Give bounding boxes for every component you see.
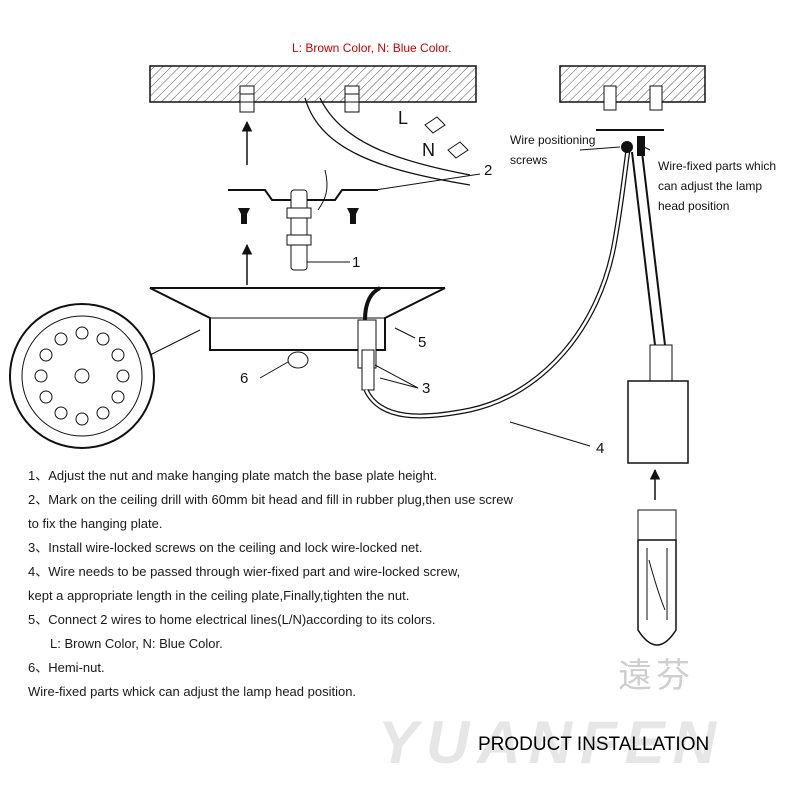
bulb [637, 539, 677, 646]
step-1: 1、Adjust the nut and make hanging plate … [28, 468, 438, 483]
screws-label: screws [510, 153, 548, 167]
callout-6: 6 [240, 370, 249, 387]
label-n: N [422, 140, 435, 160]
wire-fixed-label-1: Wire-fixed parts which [658, 159, 777, 173]
step-wire-fixed: Wire-fixed parts whick can adjust the la… [28, 684, 357, 699]
page-title: PRODUCT INSTALLATION [478, 734, 710, 755]
watermark-chinese: 遠芬 [618, 656, 694, 696]
left-ceiling-anchor [239, 85, 360, 113]
callout-3: 3 [422, 380, 431, 397]
step-2: 2、Mark on the ceiling drill with 60mm bi… [28, 492, 513, 507]
step-5: 5、Connect 2 wires to home electrical lin… [28, 612, 436, 627]
watermark-brand: YUANFEN [378, 709, 725, 776]
step-4-cont: kept a appropriate length in the ceiling… [28, 588, 410, 603]
callout-4: 4 [596, 440, 605, 457]
wire-fixed-label-2: can adjust the lamp [658, 179, 763, 193]
label-l: L [398, 108, 409, 128]
right-ceiling [559, 65, 706, 103]
step-2-cont: to fix the hanging plate. [28, 516, 163, 531]
screw [238, 208, 359, 224]
wire-positioning-label: Wire positioning [510, 133, 596, 147]
canopy [149, 287, 446, 351]
left-ceiling [149, 65, 477, 103]
step-4: 4、Wire needs to be passed through wier-f… [28, 564, 461, 579]
callout-2: 2 [484, 162, 493, 179]
step-5-colors: L: Brown Color, N: Blue Color. [50, 636, 223, 651]
lamp-socket [627, 380, 689, 464]
callout-1: 1 [352, 254, 361, 271]
threaded-nipple [290, 189, 308, 271]
header-note: L: Brown Color, N: Blue Color. [292, 41, 452, 55]
step-6: 6、Hemi-nut. [28, 660, 105, 675]
step-3: 3、Install wire-locked screws on the ceil… [28, 540, 423, 555]
wire-fixed-label-3: head position [658, 199, 730, 213]
callout-5: 5 [418, 334, 427, 351]
